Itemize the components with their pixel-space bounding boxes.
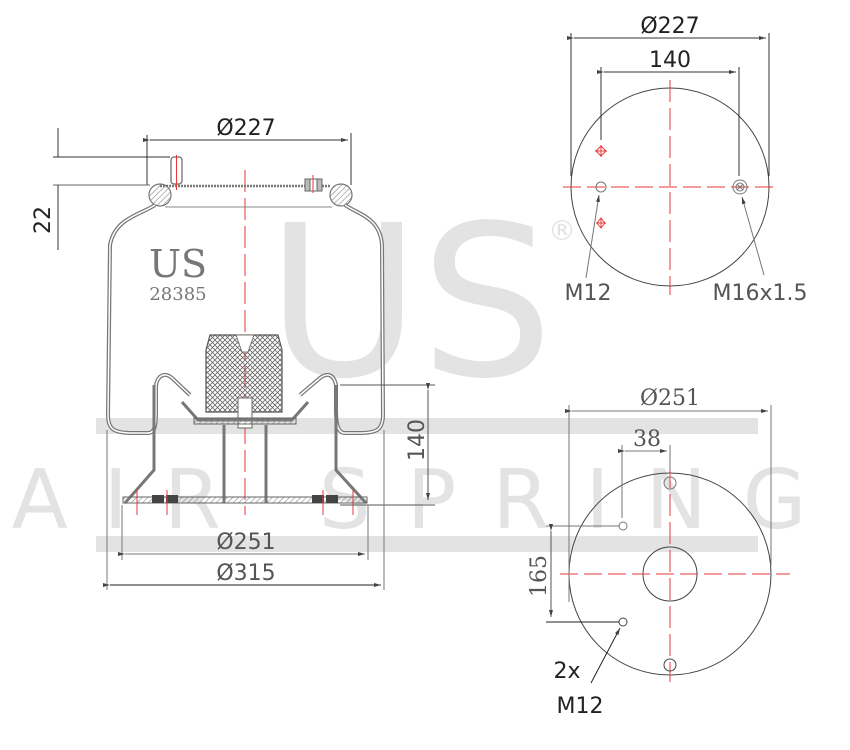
m12-hole-icon bbox=[595, 181, 607, 193]
dim-offset: 38 bbox=[633, 427, 661, 452]
dim-piston-diameter: Ø251 bbox=[216, 530, 275, 555]
label-hole-thread: M12 bbox=[557, 694, 604, 719]
top-view: Ø227 140 M12 M16x1.5 bbox=[563, 14, 807, 306]
part-number-label: 28385 bbox=[149, 284, 206, 305]
bolt-hole-bottom-icon bbox=[663, 658, 677, 672]
dim-top-diameter: Ø227 bbox=[216, 116, 275, 141]
label-m16x1-5: M16x1.5 bbox=[713, 281, 808, 306]
watermark-registered-mark: ® bbox=[548, 214, 576, 247]
label-hole-count: 2x bbox=[553, 659, 580, 684]
m16-hole-icon bbox=[732, 179, 748, 195]
watermark: US ® AIR SPRING bbox=[12, 180, 806, 552]
dim-max-diameter: Ø315 bbox=[216, 561, 275, 586]
brand-label: US bbox=[149, 242, 207, 286]
dim-top-view-diameter: Ø227 bbox=[640, 14, 699, 39]
label-m12: M12 bbox=[565, 281, 612, 306]
dim-piston-height: 140 bbox=[405, 419, 430, 461]
dim-hole-spacing-bottom: 165 bbox=[527, 555, 552, 597]
dim-bottom-diameter: Ø251 bbox=[640, 386, 700, 411]
bumper bbox=[205, 334, 283, 413]
dim-hole-spacing: 140 bbox=[649, 48, 691, 73]
side-view: US 28385 Ø227 22 140 Ø251 Ø315 bbox=[31, 116, 435, 590]
bolt-hole-top-icon bbox=[663, 476, 677, 490]
bottom-view: Ø251 38 165 2x M12 bbox=[527, 386, 790, 719]
m12-hole-lower-icon bbox=[618, 617, 628, 627]
dim-stud-height: 22 bbox=[31, 206, 56, 234]
